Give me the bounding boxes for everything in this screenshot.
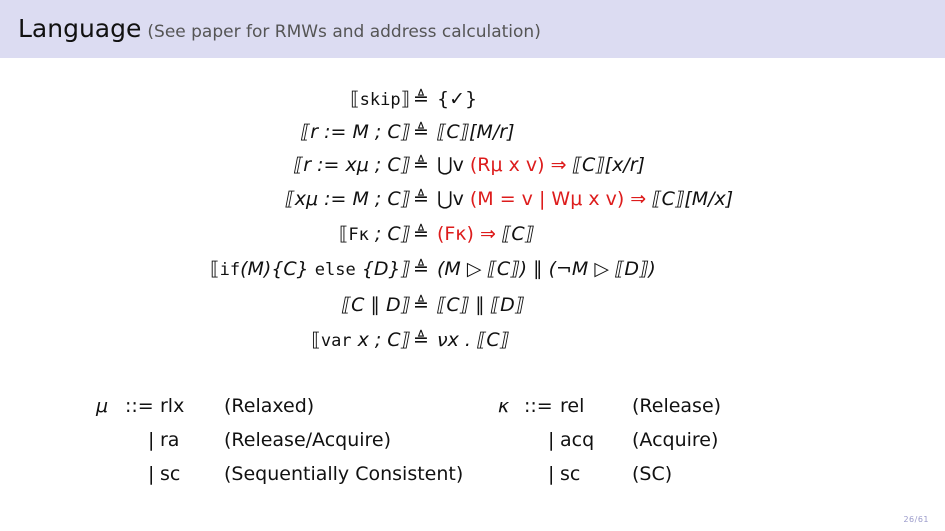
defeq-symbol: ≜	[413, 258, 429, 280]
rule-rhs: ⟦C⟧ ∥ ⟦D⟧	[437, 294, 525, 316]
title-text: Language	[18, 14, 142, 43]
rule-lhs: ⟦var x ; C⟧	[311, 329, 410, 351]
fence-action: (Fκ) ⇒	[437, 223, 496, 245]
rule-lhs: ⟦r := xμ ; C⟧	[293, 154, 410, 176]
slide-title: Language(See paper for RMWs and address …	[18, 14, 541, 43]
rule-lhs: ⟦C ∥ D⟧	[341, 294, 410, 316]
rule-rhs: νx . ⟦C⟧	[437, 329, 510, 351]
defeq-grammar: ::=	[524, 395, 553, 417]
rule-rhs: (M ▷ ⟦C⟧) ∥ (¬M ▷ ⟦D⟧)	[437, 258, 656, 280]
defeq-symbol: ≜	[413, 294, 429, 316]
defeq-symbol: ≜	[413, 121, 429, 143]
write-action: (M = v | Wμ x v) ⇒	[469, 188, 647, 210]
defeq-symbol: ≜	[413, 188, 429, 210]
kappa-desc: (SC)	[632, 463, 673, 485]
rule-var: ⟦var x ; C⟧ ≜ νx . ⟦C⟧	[0, 329, 945, 363]
kappa-key: rel	[560, 395, 585, 417]
mu-key: rlx	[160, 395, 185, 417]
kappa-key: sc	[560, 463, 581, 485]
kappa-key: acq	[560, 429, 595, 451]
rule-write: ⟦xμ := M ; C⟧ ≜ ⋃v (M = v | Wμ x v) ⇒ ⟦C…	[0, 188, 945, 222]
read-action: (Rμ x v) ⇒	[469, 154, 567, 176]
defeq-symbol: ≜	[413, 329, 429, 351]
grammar-bar: |	[548, 429, 555, 451]
title-bar: Language(See paper for RMWs and address …	[0, 0, 945, 58]
rule-fence: ⟦Fκ ; C⟧ ≜ (Fκ) ⇒ ⟦C⟧	[0, 223, 945, 257]
rule-rhs: ⋃v (Rμ x v) ⇒ ⟦C⟧[x/r]	[437, 154, 645, 176]
mu-desc: (Release/Acquire)	[224, 429, 392, 451]
rule-rhs: ⟦C⟧[M/r]	[437, 121, 515, 143]
mu-symbol: μ	[96, 395, 109, 417]
defeq-grammar: ::=	[125, 395, 154, 417]
title-subtitle: (See paper for RMWs and address calculat…	[147, 22, 541, 42]
rule-lhs: ⟦skip⟧	[350, 88, 410, 110]
rule-lhs: ⟦xμ := M ; C⟧	[285, 188, 410, 210]
defeq-symbol: ≜	[413, 154, 429, 176]
rule-lhs: ⟦if(M){C} else {D}⟧	[210, 258, 410, 280]
mu-key: sc	[160, 463, 181, 485]
defeq-symbol: ≜	[413, 88, 429, 110]
rule-rhs: ⋃v (M = v | Wμ x v) ⇒ ⟦C⟧[M/x]	[437, 188, 734, 210]
grammar-bar: |	[148, 463, 155, 485]
rule-rhs: {✓}	[437, 88, 478, 110]
rule-read: ⟦r := xμ ; C⟧ ≜ ⋃v (Rμ x v) ⇒ ⟦C⟧[x/r]	[0, 154, 945, 188]
kappa-desc: (Acquire)	[632, 429, 719, 451]
rule-lhs: ⟦r := M ; C⟧	[300, 121, 410, 143]
grammar-bar: |	[548, 463, 555, 485]
rule-parallel: ⟦C ∥ D⟧ ≜ ⟦C⟧ ∥ ⟦D⟧	[0, 294, 945, 328]
defeq-symbol: ≜	[413, 223, 429, 245]
mu-desc: (Sequentially Consistent)	[224, 463, 464, 485]
rule-rhs: (Fκ) ⇒ ⟦C⟧	[437, 223, 535, 245]
rule-lhs: ⟦Fκ ; C⟧	[338, 223, 410, 245]
rule-skip: ⟦skip⟧ ≜ {✓}	[0, 88, 945, 122]
rule-if-else: ⟦if(M){C} else {D}⟧ ≜ (M ▷ ⟦C⟧) ∥ (¬M ▷ …	[0, 258, 945, 292]
mu-desc: (Relaxed)	[224, 395, 315, 417]
page-number: 26/61	[903, 515, 929, 524]
grammar-bar: |	[148, 429, 155, 451]
rule-register-assign: ⟦r := M ; C⟧ ≜ ⟦C⟧[M/r]	[0, 121, 945, 155]
mu-key: ra	[160, 429, 180, 451]
kappa-symbol: κ	[498, 395, 510, 417]
kappa-desc: (Release)	[632, 395, 722, 417]
